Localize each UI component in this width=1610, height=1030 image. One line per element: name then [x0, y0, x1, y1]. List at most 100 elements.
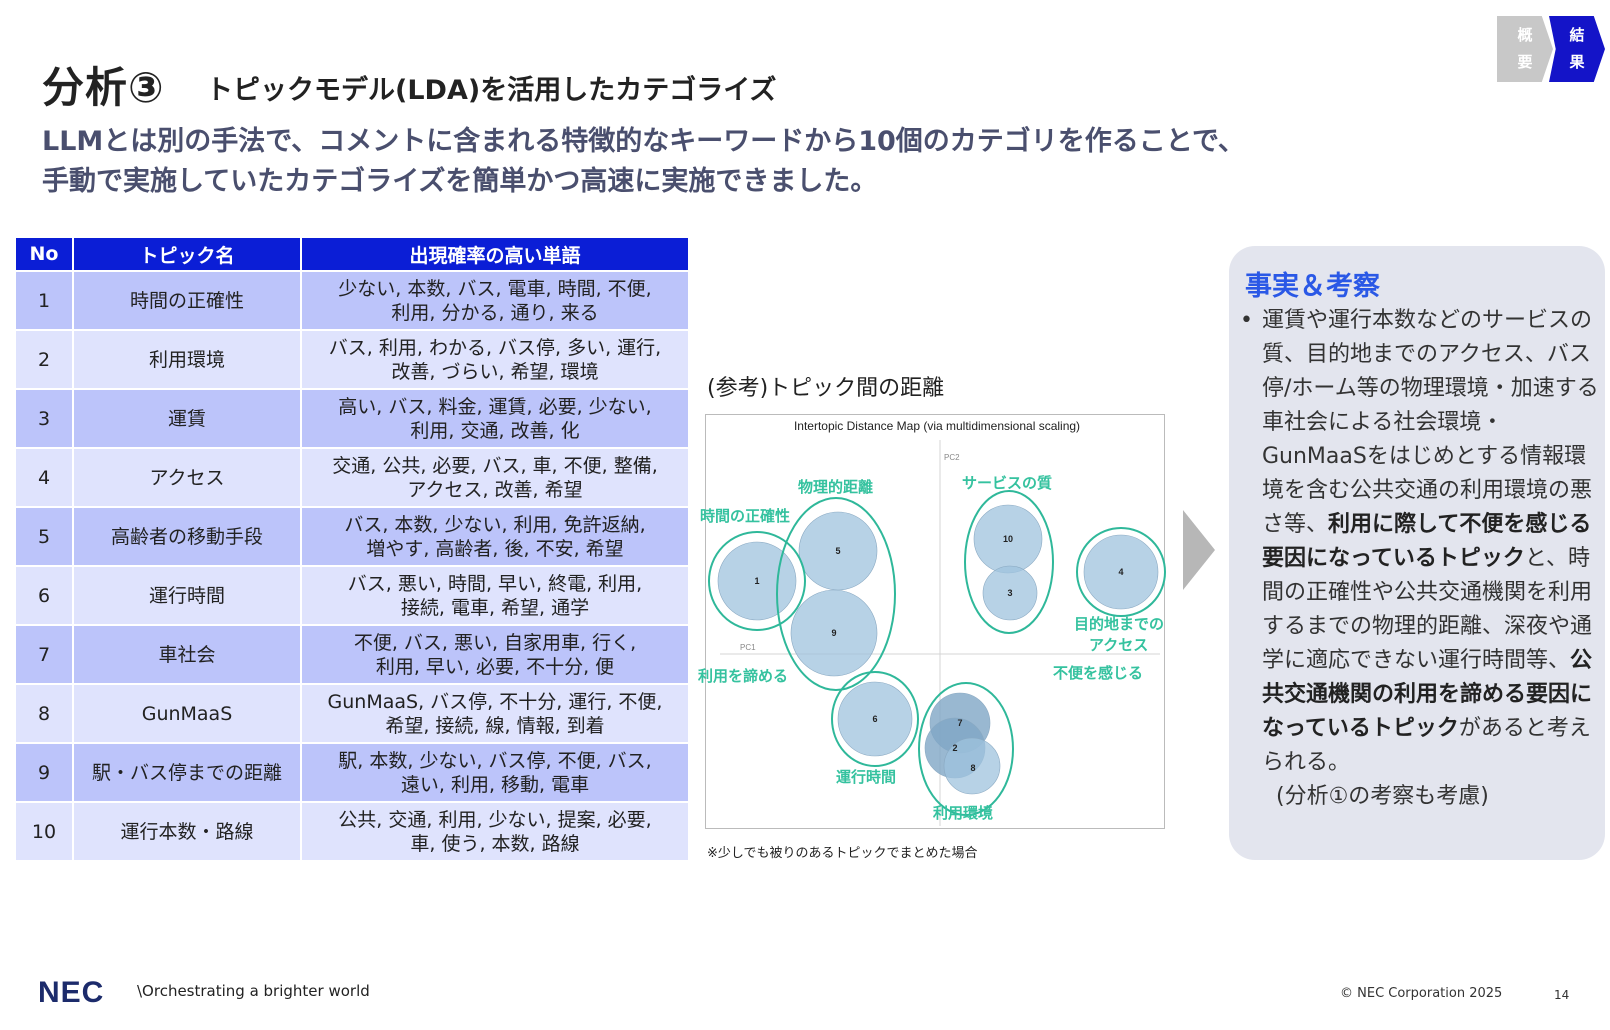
- group-label-give-up: 利用を諦める: [698, 667, 788, 685]
- cell-topic-name: アクセス: [72, 447, 302, 508]
- group-label-inconvenience: 不便を感じる: [1053, 664, 1143, 682]
- cell-no: 2: [14, 329, 74, 390]
- tab-overview[interactable]: 概 要: [1497, 16, 1553, 82]
- cell-no: 8: [14, 683, 74, 744]
- lead-line-1: LLMとは別の手法で、コメントに含まれる特徴的なキーワードから10個のカテゴリを…: [42, 126, 1245, 157]
- table-row: 5 高齢者の移動手段 バス, 本数, 少ない, 利用, 免許返納,増やす, 高齢…: [14, 506, 690, 567]
- cell-no: 3: [14, 388, 74, 449]
- cell-words: 駅, 本数, 少ない, バス停, 不便, バス,遠い, 利用, 移動, 電車: [300, 742, 690, 803]
- cell-topic-name: 運行本数・路線: [72, 801, 302, 862]
- topic-label-5: 5: [835, 546, 840, 556]
- table-row: 7 車社会 不便, バス, 悪い, 自家用車, 行く,利用, 早い, 必要, 不…: [14, 624, 690, 685]
- table-row: 1 時間の正確性 少ない, 本数, バス, 電車, 時間, 不便,利用, 分かる…: [14, 270, 690, 331]
- table-row: 2 利用環境 バス, 利用, わかる, バス停, 多い, 運行,改善, づらい,…: [14, 329, 690, 390]
- insight-note: (分析①の考察も考慮): [1276, 784, 1489, 809]
- topic-label-10: 10: [1003, 534, 1013, 544]
- footer-slogan: \Orchestrating a brighter world: [137, 982, 370, 1000]
- insight-title: 事実＆考察: [1245, 271, 1380, 302]
- table-row: 8 GunMaaS GunMaaS, バス停, 不十分, 運行, 不便,希望, …: [14, 683, 690, 744]
- lead-text: LLMとは別の手法で、コメントに含まれる特徴的なキーワードから10個のカテゴリを…: [42, 122, 1442, 202]
- chevron-right-icon: [1183, 510, 1215, 590]
- insight-text-1: 運賃や運行本数などのサービスの質、目的地までのアクセス、バス停/ホーム等の物理環…: [1262, 308, 1599, 537]
- cell-words: 公共, 交通, 利用, 少ない, 提案, 必要,車, 使う, 本数, 路線: [300, 801, 690, 862]
- group-label-operating-hours: 運行時間: [836, 768, 896, 786]
- intertopic-distance-map: Intertopic Distance Map (via multidimens…: [698, 419, 1166, 826]
- header-words: 出現確率の高い単語: [300, 236, 690, 272]
- topic-label-3: 3: [1007, 588, 1012, 598]
- group-label-usage-environment: 利用環境: [933, 804, 993, 822]
- cell-words: 交通, 公共, 必要, バス, 車, 不便, 整備,アクセス, 改善, 希望: [300, 447, 690, 508]
- insight-panel: [1229, 246, 1605, 860]
- cell-topic-name: GunMaaS: [72, 683, 302, 744]
- topic-label-6: 6: [872, 714, 877, 724]
- cell-topic-name: 時間の正確性: [72, 270, 302, 331]
- topic-bubble-6: [837, 681, 913, 757]
- map-title: Intertopic Distance Map (via multidimens…: [794, 419, 1080, 433]
- bullet-icon: •: [1240, 308, 1253, 333]
- cell-words: バス, 悪い, 時間, 早い, 終電, 利用,接続, 電車, 希望, 通学: [300, 565, 690, 626]
- cell-topic-name: 運行時間: [72, 565, 302, 626]
- cell-words: バス, 本数, 少ない, 利用, 免許返納,増やす, 高齢者, 後, 不安, 希…: [300, 506, 690, 567]
- cell-topic-name: 車社会: [72, 624, 302, 685]
- cell-topic-name: 高齢者の移動手段: [72, 506, 302, 567]
- tab-results[interactable]: 結 果: [1549, 16, 1605, 82]
- topic-label-7: 7: [957, 718, 962, 728]
- topic-label-4: 4: [1118, 567, 1123, 577]
- topic-bubble-8: [943, 737, 1001, 795]
- table-header-row: No トピック名 出現確率の高い単語: [14, 236, 690, 272]
- nec-logo: NEC: [38, 976, 105, 1009]
- topic-bubble-4: [1083, 534, 1159, 610]
- group-outline-time-accuracy: [708, 531, 806, 631]
- pc2-label: PC2: [944, 453, 960, 462]
- insight-bold-1: 利用に際して不便を感じる要因になっているトピック: [1262, 512, 1592, 571]
- cell-no: 6: [14, 565, 74, 626]
- copyright: © NEC Corporation 2025: [1340, 986, 1503, 1001]
- table-row: 10 運行本数・路線 公共, 交通, 利用, 少ない, 提案, 必要,車, 使う…: [14, 801, 690, 862]
- topic-table: No トピック名 出現確率の高い単語 1 時間の正確性 少ない, 本数, バス,…: [14, 236, 690, 862]
- table-row: 9 駅・バス停までの距離 駅, 本数, 少ない, バス停, 不便, バス,遠い,…: [14, 742, 690, 803]
- cell-no: 7: [14, 624, 74, 685]
- group-label-physical-distance: 物理的距離: [798, 478, 873, 496]
- insight-bold-2: 公共交通機関の利用を諦める要因になっているトピック: [1262, 648, 1593, 741]
- insight-text-2: と、時間の正確性や公共交通機関を利用するまでの物理的距離、深夜や通学に適応できな…: [1262, 546, 1593, 673]
- page-title: 分析③: [42, 63, 165, 112]
- cell-words: GunMaaS, バス停, 不十分, 運行, 不便,希望, 接続, 線, 情報,…: [300, 683, 690, 744]
- insight-body: • 運賃や運行本数などのサービスの質、目的地までのアクセス、バス停/ホーム等の物…: [1240, 304, 1602, 814]
- topic-bubble-3: [982, 565, 1038, 621]
- lead-line-2: 手動で実施していたカテゴライズを簡単かつ高速に実施できました。: [42, 166, 878, 197]
- cell-topic-name: 駅・バス停までの距離: [72, 742, 302, 803]
- group-outline-operating-hours: [831, 671, 919, 767]
- group-label-service-quality: サービスの質: [962, 474, 1052, 492]
- insight-text-3: があると考えられる。: [1262, 716, 1591, 775]
- group-label-access: アクセス: [1089, 637, 1148, 654]
- cell-words: 少ない, 本数, バス, 電車, 時間, 不便,利用, 分かる, 通り, 来る: [300, 270, 690, 331]
- topic-label-8: 8: [970, 763, 975, 773]
- group-outline-physical-distance: [776, 497, 896, 691]
- group-outline-access: [1076, 527, 1166, 617]
- topic-label-2: 2: [952, 743, 957, 753]
- header-no: No: [14, 236, 74, 272]
- section-nav: 概 要 結 果: [1497, 16, 1607, 82]
- cell-topic-name: 利用環境: [72, 329, 302, 390]
- group-outline-usage-environment: [918, 682, 1014, 816]
- reference-title: (参考)トピック間の距離: [707, 376, 945, 401]
- cell-words: バス, 利用, わかる, バス停, 多い, 運行,改善, づらい, 希望, 環境: [300, 329, 690, 390]
- cell-words: 不便, バス, 悪い, 自家用車, 行く,利用, 早い, 必要, 不十分, 便: [300, 624, 690, 685]
- cell-no: 1: [14, 270, 74, 331]
- reference-note: ※少しでも被りのあるトピックでまとめた場合: [707, 846, 978, 861]
- table-row: 6 運行時間 バス, 悪い, 時間, 早い, 終電, 利用,接続, 電車, 希望…: [14, 565, 690, 626]
- topic-label-1: 1: [754, 576, 759, 586]
- group-outline-service-quality: [964, 490, 1054, 634]
- cell-no: 4: [14, 447, 74, 508]
- cell-no: 9: [14, 742, 74, 803]
- header-topic-name: トピック名: [72, 236, 302, 272]
- pc1-label: PC1: [740, 643, 756, 652]
- topic-label-9: 9: [831, 628, 836, 638]
- page-number: 14: [1554, 988, 1570, 1002]
- page-subtitle: トピックモデル(LDA)を活用したカテゴライズ: [206, 75, 777, 106]
- cell-topic-name: 運賃: [72, 388, 302, 449]
- cell-no: 10: [14, 801, 74, 862]
- group-label-destination: 目的地までの: [1074, 615, 1164, 633]
- cell-words: 高い, バス, 料金, 運賃, 必要, 少ない,利用, 交通, 改善, 化: [300, 388, 690, 449]
- group-label-time-accuracy: 時間の正確性: [700, 507, 790, 525]
